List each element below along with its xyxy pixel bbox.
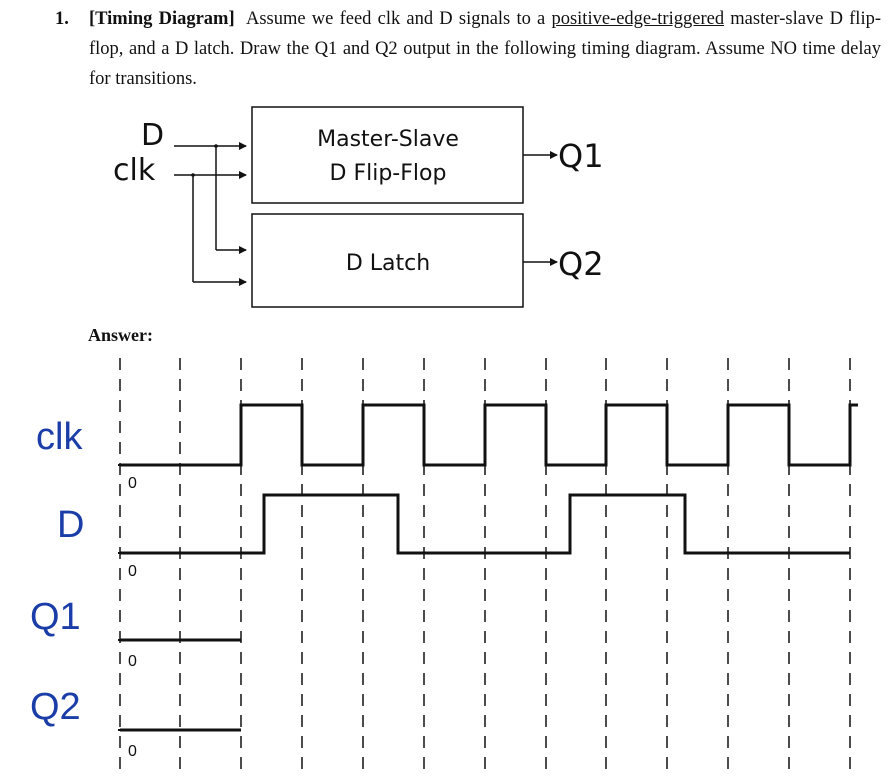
output-label-q1: Q1: [558, 137, 604, 175]
waveform-clk: [120, 403, 858, 467]
question-body: [Timing Diagram] Assume we feed clk and …: [89, 4, 881, 94]
question-text-before: Assume we feed clk and D signals to a: [246, 9, 546, 29]
question-text-after: master-slave D flip-flop, and a D latch.…: [89, 9, 882, 89]
question-number: 1.: [55, 9, 69, 29]
signal-label-d: D: [57, 504, 84, 546]
latch-box: [251, 213, 524, 308]
zero-label-clk: 0: [128, 475, 137, 492]
output-label-q2: Q2: [558, 245, 604, 283]
flipflop-label-line2: D Flip-Flop: [330, 161, 447, 186]
zero-label-q1: 0: [128, 653, 137, 670]
question-title: [Timing Diagram]: [89, 9, 235, 29]
zero-label-q2: 0: [128, 743, 137, 760]
question-text: 1. [Timing Diagram] Assume we feed clk a…: [55, 4, 881, 94]
signal-label-q2: Q2: [30, 686, 81, 728]
zero-label-d: 0: [128, 563, 137, 580]
signal-label-clk: clk: [36, 416, 83, 458]
answer-label: Answer:: [88, 325, 153, 345]
input-label-d: D: [141, 118, 164, 153]
waveform-d: [120, 493, 850, 555]
flipflop-box: [251, 106, 524, 204]
latch-label: D Latch: [346, 251, 430, 276]
question-underlined: positive-edge-triggered: [551, 9, 725, 29]
signal-label-q1: Q1: [30, 596, 81, 638]
flipflop-label-line1: Master-Slave: [317, 127, 459, 152]
input-label-clk: clk: [113, 153, 156, 188]
